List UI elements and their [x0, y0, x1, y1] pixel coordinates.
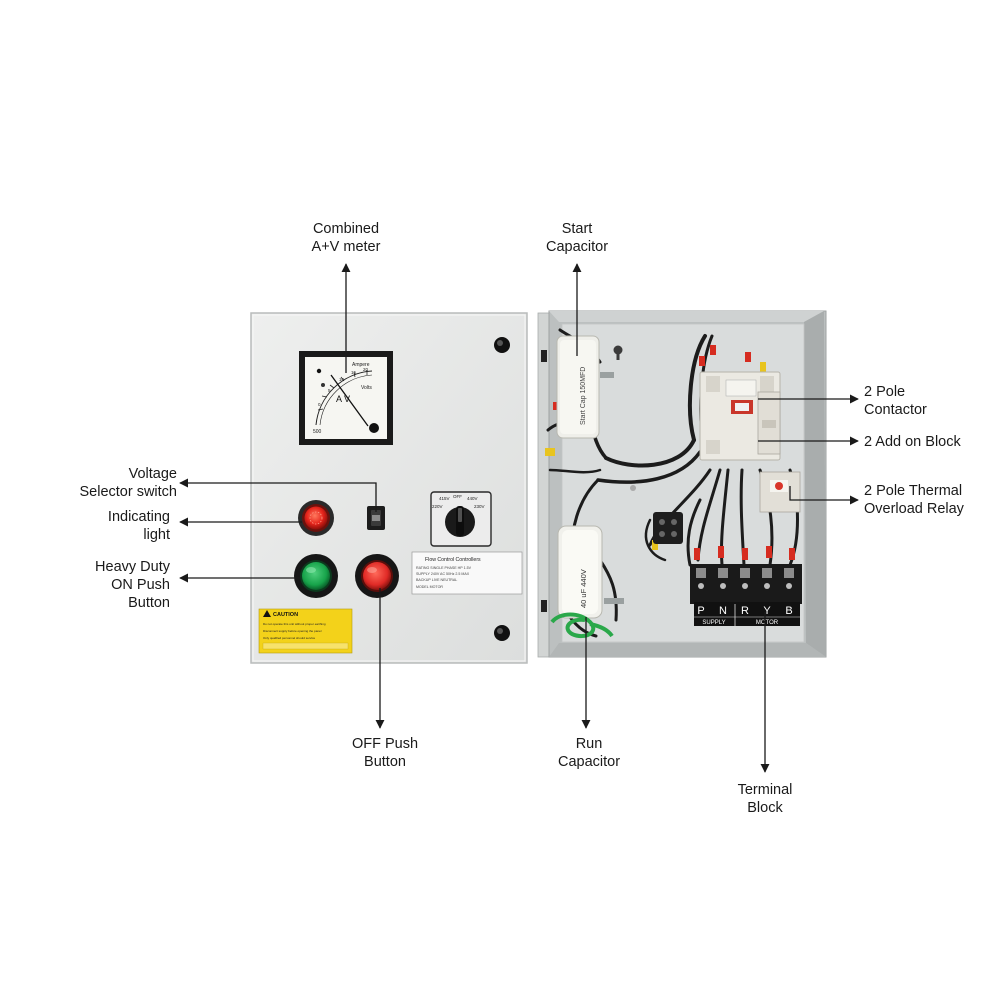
rotary-selector[interactable]: 415V OFF 440V 220V 230V — [430, 491, 492, 547]
on-push-button[interactable] — [294, 554, 338, 598]
terminal-letter: R — [741, 605, 749, 617]
meter-pivot — [369, 423, 379, 433]
start-capacitor-text: Start Cap 150MFD — [580, 367, 587, 425]
door-screw — [494, 337, 510, 353]
earth-wire — [550, 612, 614, 639]
label-on-button: Heavy Duty ON Push Button — [95, 559, 170, 611]
thermal-overload-relay — [759, 471, 801, 513]
run-capacitor-text: 40 uF 440V — [579, 569, 588, 608]
meter-scale-label: 20 — [363, 367, 369, 372]
label-indicating-light: Indicating light — [107, 509, 170, 543]
voltage-selector-switch[interactable] — [367, 506, 385, 530]
callout-arrows — [179, 263, 859, 773]
door-screw — [494, 625, 510, 641]
selector-position: 220V — [432, 504, 443, 509]
nameplate: Flow Control Controllers RATING SINGLE P… — [411, 551, 523, 595]
caution-line: Disconnect supply before opening the pan… — [263, 629, 322, 633]
terminal-letter: N — [719, 605, 727, 617]
label-combined-meter: Combined A+V meter — [311, 221, 381, 255]
arrow-thermal-relay — [789, 486, 859, 505]
selector-position: OFF — [453, 494, 462, 499]
caution-label: CAUTION Do not operate this unit without… — [258, 608, 353, 654]
meter-scale-label: 10 — [339, 377, 345, 382]
indicating-light — [298, 500, 334, 536]
label-contactor: 2 Pole Contactor — [864, 384, 927, 418]
label-start-capacitor: Start Capacitor — [545, 221, 609, 255]
label-off-button: OFF Push Button — [351, 736, 419, 770]
run-capacitor: 40 uF 440V — [557, 525, 624, 619]
meter-top-text: Ampere — [352, 362, 370, 368]
nameplate-title: Flow Control Controllers — [425, 557, 481, 563]
start-capacitor: Start Cap 150MFD — [556, 335, 614, 439]
selector-position: 440V — [467, 496, 478, 501]
meter-needle — [330, 374, 369, 427]
terminal-letter: Y — [763, 605, 771, 617]
nameplate-row: MODEL MOTOR — [416, 585, 443, 589]
meter-av-letters: A V — [336, 394, 350, 404]
label-add-on-block: 2 Add on Block — [864, 434, 961, 450]
label-voltage-selector: Voltage Selector switch — [79, 466, 177, 500]
selector-position: 230V — [474, 504, 485, 509]
meter-volts-text: Volts — [361, 385, 372, 391]
caution-line: Only qualified personnel should service — [263, 636, 316, 640]
selector-position: 415V — [439, 496, 450, 501]
junction-block — [653, 512, 683, 544]
caution-title: CAUTION — [273, 612, 298, 618]
add-on-block — [757, 391, 781, 455]
terminal-motor-label: MOTOR — [756, 620, 779, 626]
caution-line: Do not operate this unit without proper … — [263, 622, 326, 626]
nameplate-row: RATING SINGLE PHASE HP 1.5V — [416, 566, 472, 570]
terminal-letter: B — [785, 605, 792, 617]
nameplate-row: BACKUP LIVE NEUTRAL — [416, 578, 457, 582]
label-thermal-relay: 2 Pole Thermal Overload Relay — [864, 483, 964, 517]
meter-bottom-text: 500 — [313, 429, 322, 435]
nameplate-row: SUPPLY 240V AC 50Hz 2.5 MAX — [416, 572, 470, 576]
label-run-capacitor: Run Capacitor — [557, 736, 621, 770]
meter-scale-label: 15 — [351, 370, 357, 375]
terminal-supply-label: SUPPLY — [702, 620, 725, 626]
meter-scale-label: 0 — [318, 402, 321, 407]
terminal-block: P N R Y B SUPPLY MOTOR — [690, 564, 802, 626]
off-push-button[interactable] — [355, 554, 399, 598]
meter-scale-label: 5 — [328, 388, 331, 393]
terminal-letter: P — [697, 605, 704, 617]
arrow-selector — [179, 478, 377, 512]
label-terminal-block: Terminal Block — [737, 782, 793, 816]
